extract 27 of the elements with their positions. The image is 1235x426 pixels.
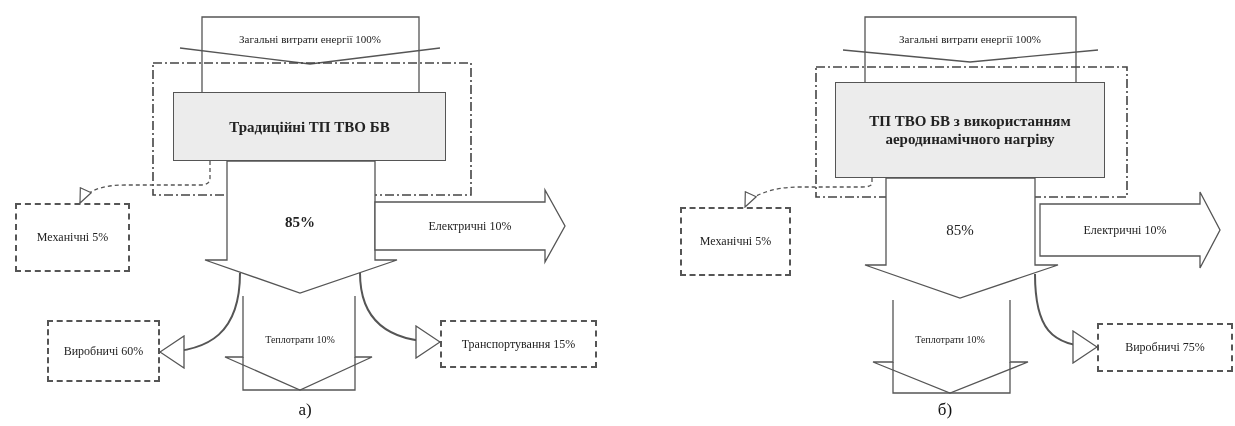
category-box [680,207,791,276]
flow-arrow [1034,273,1098,363]
process-box [173,92,446,161]
process-box [835,82,1105,178]
category-label: Транспортування 15% [461,336,576,352]
panel-caption: а) [298,400,312,420]
flow-label: Загальні витрати енергії 100% [238,33,382,47]
flow-arrow [159,272,241,368]
flow-arrow [359,272,441,358]
flow-label: 85% [945,221,975,239]
category-label: Виробничі 75% [1125,340,1205,355]
process-title: Традиційні ТП ТВО БВ [229,117,390,136]
category-box [47,320,160,382]
flow-label: Теплотрати 10% [264,334,336,346]
category-box [1097,323,1233,372]
flow-label: Загальні витрати енергії 100% [898,33,1042,47]
category-label: Виробничі 60% [63,343,144,359]
flow-label: Електричні 10% [1082,222,1168,238]
category-label: Механічні 5% [36,230,109,245]
leader-arrow [79,160,211,204]
category-box [15,203,130,272]
flow-label: 85% [284,213,316,231]
process-title: ТП ТВО БВ з використанням аеродинамічного нагріву [868,112,1072,148]
flow-label: Електричні 10% [427,218,513,234]
category-box [440,320,597,368]
category-label: Механічні 5% [699,234,772,249]
flow-label: Теплотрати 10% [914,334,986,346]
